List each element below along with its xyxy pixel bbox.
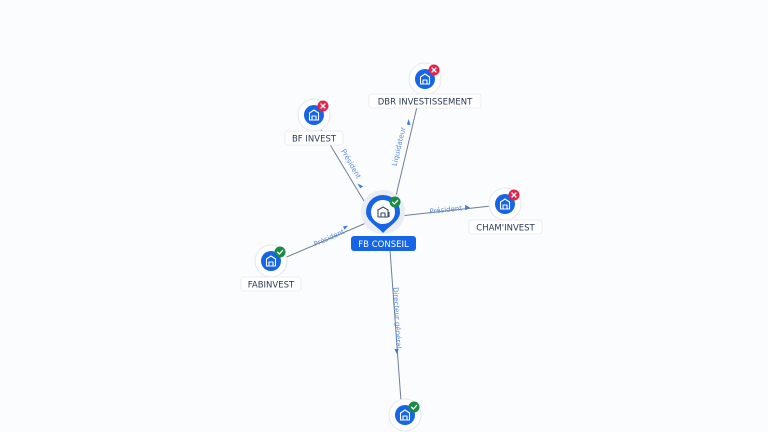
node-fab[interactable]: FABINVEST bbox=[240, 244, 302, 292]
building-icon bbox=[308, 109, 320, 121]
status-badge-error bbox=[428, 64, 440, 76]
building-icon bbox=[399, 409, 411, 421]
building-icon bbox=[377, 206, 390, 218]
edge-label-bf: Président bbox=[339, 148, 362, 180]
building-icon bbox=[265, 255, 277, 267]
status-badge-ok bbox=[408, 401, 420, 413]
edge-label-fab: Président bbox=[313, 228, 346, 249]
building-icon bbox=[499, 198, 511, 210]
node-cham[interactable]: CHAM'INVEST bbox=[468, 187, 543, 235]
edge-label-bottom: Directeur général bbox=[391, 287, 402, 349]
status-badge-error bbox=[317, 100, 329, 112]
edge-label-cham: Président bbox=[429, 204, 463, 215]
status-badge-ok bbox=[274, 246, 286, 258]
node-label-bf: BF INVEST bbox=[292, 135, 337, 145]
building-icon bbox=[419, 73, 431, 85]
status-badge-error bbox=[508, 189, 520, 201]
node-label-cham: CHAM'INVEST bbox=[476, 224, 535, 234]
edge-cham[interactable]: Président bbox=[399, 204, 501, 217]
status-badge-ok bbox=[389, 196, 401, 208]
node-dbr[interactable]: DBR INVESTISSEMENT bbox=[368, 62, 482, 109]
center-node[interactable]: FB CONSEIL bbox=[351, 190, 416, 251]
edge-bottom[interactable]: Directeur général bbox=[389, 249, 403, 416]
node-label-fab: FABINVEST bbox=[248, 281, 295, 291]
edge-dbr[interactable]: Liquidateur bbox=[391, 93, 421, 201]
edge-label-dbr: Liquidateur bbox=[391, 126, 408, 167]
node-bf[interactable]: BF INVEST bbox=[284, 98, 344, 146]
node-label-dbr: DBR INVESTISSEMENT bbox=[378, 98, 473, 108]
center-node-label: FB CONSEIL bbox=[358, 240, 409, 250]
node-bottom[interactable] bbox=[388, 398, 422, 432]
